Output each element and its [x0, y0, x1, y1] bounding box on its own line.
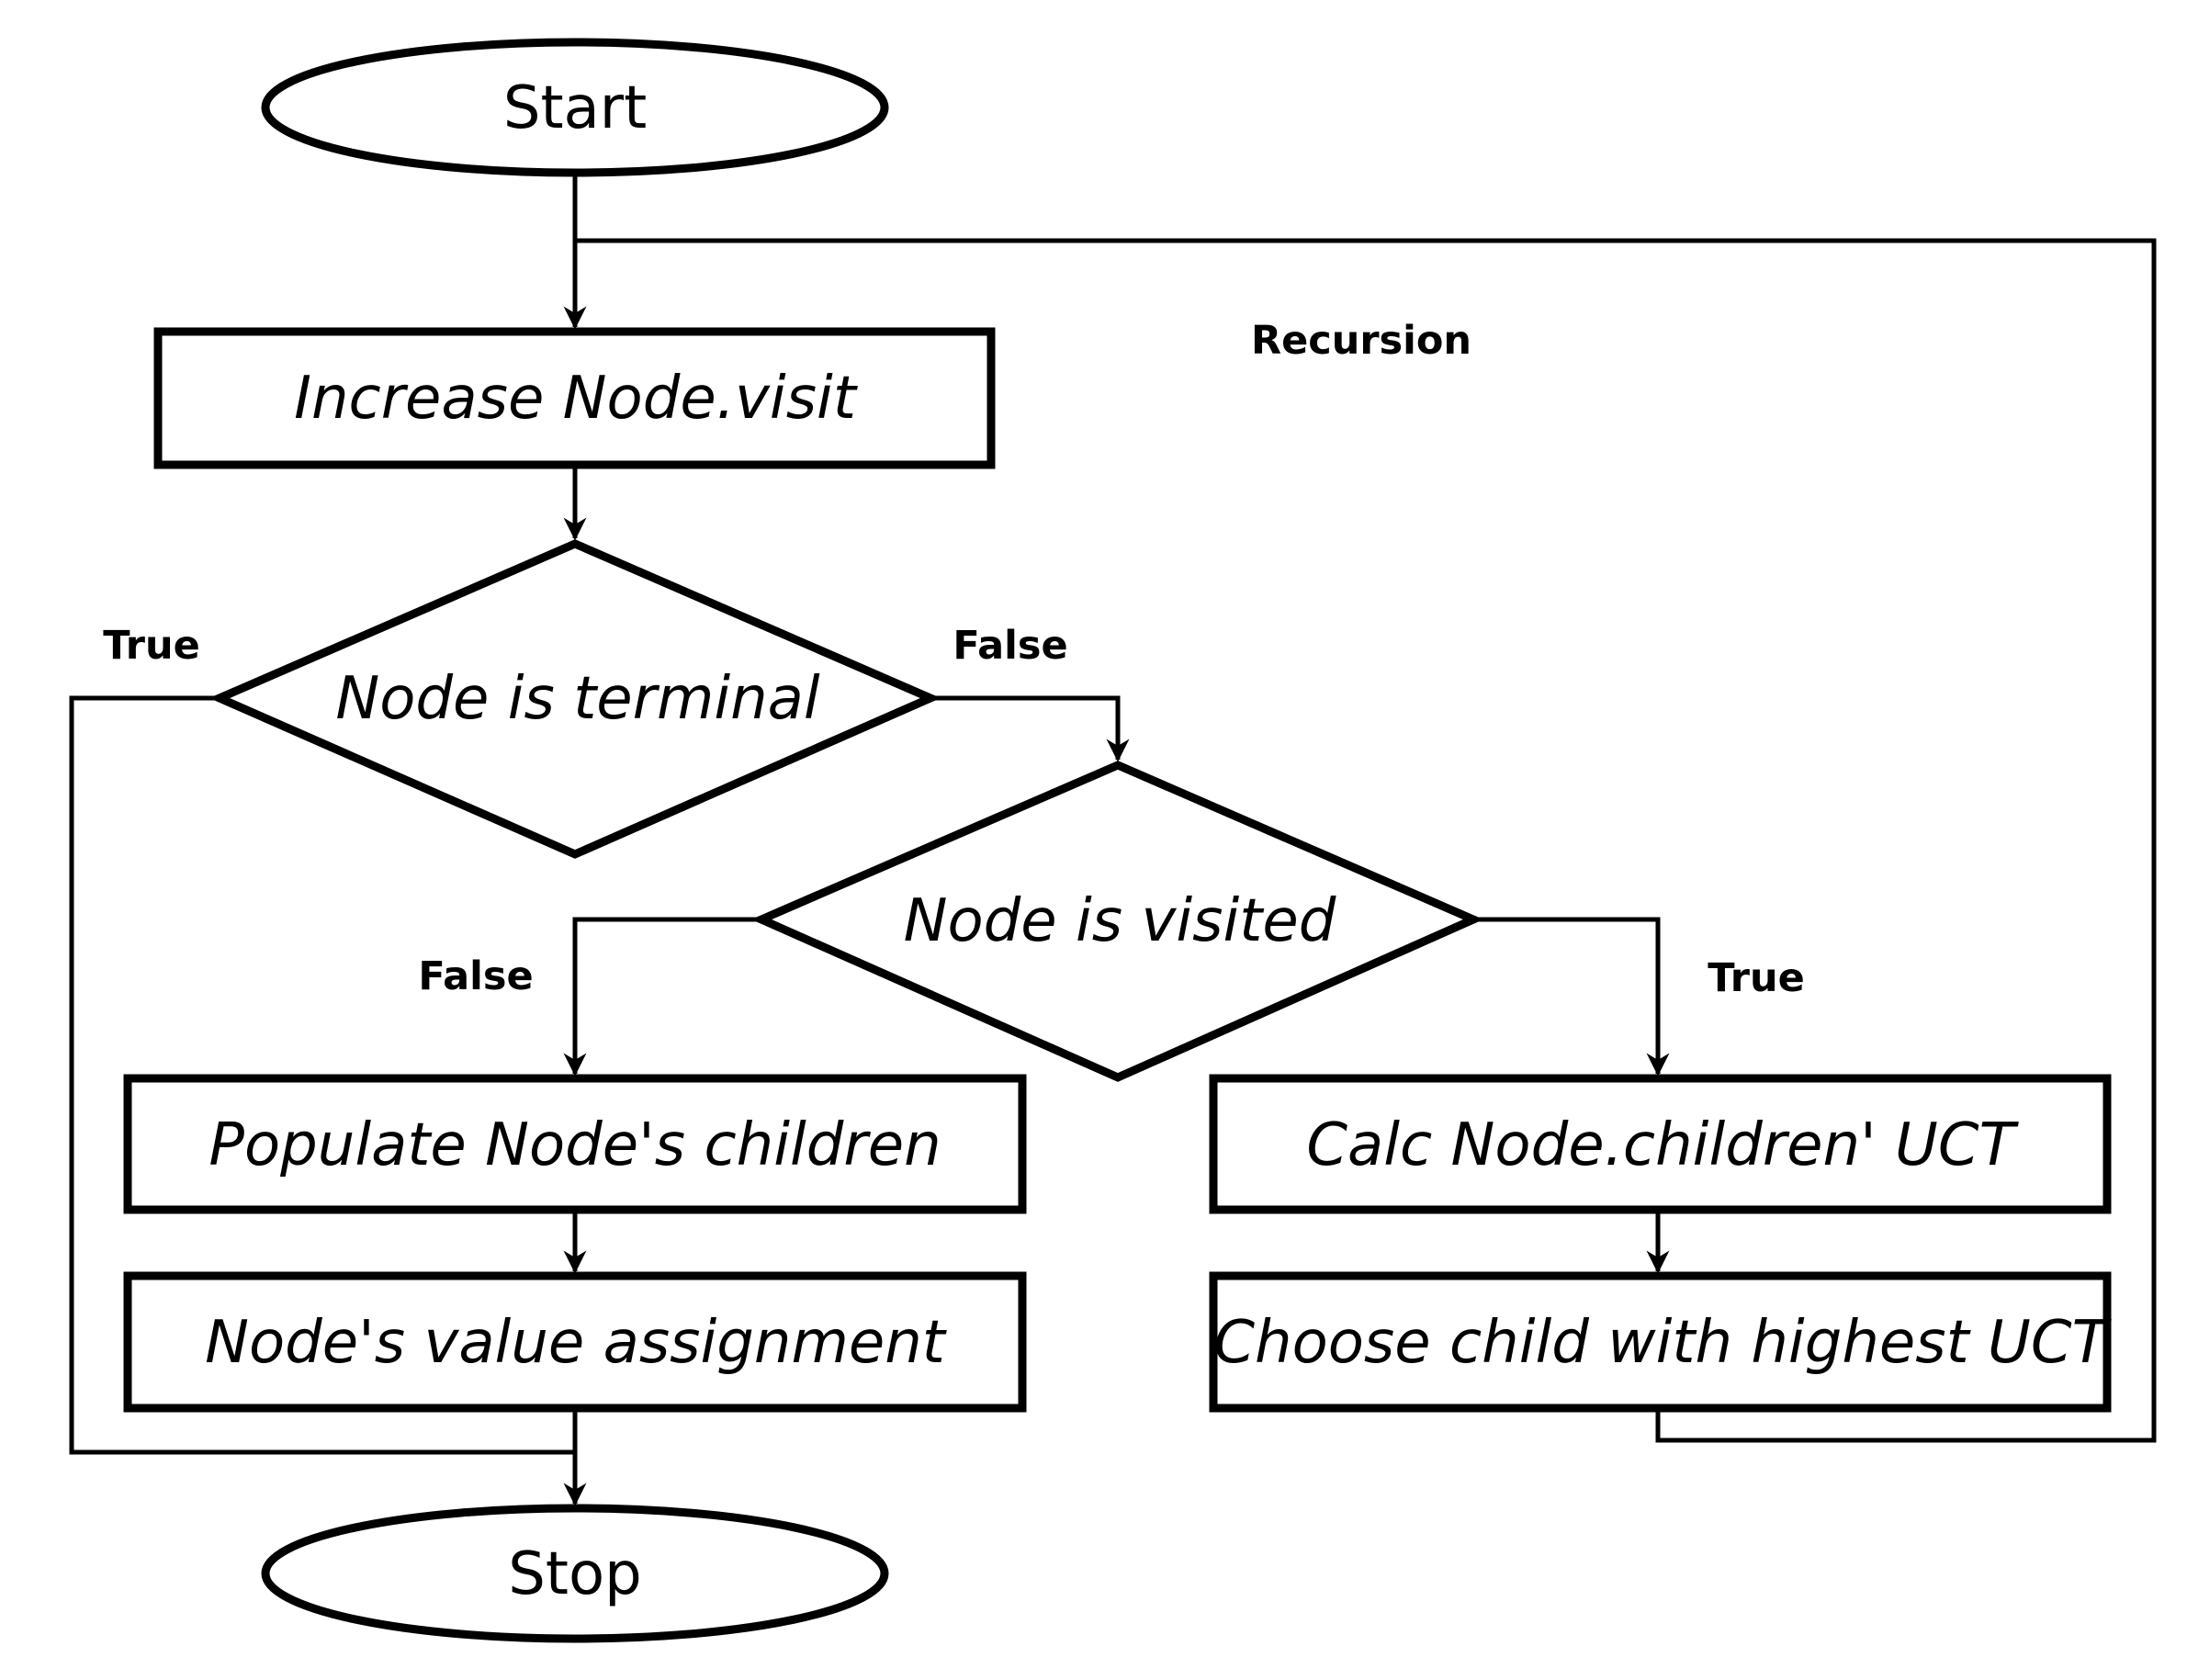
visited-false-edge-label: False — [418, 953, 533, 999]
increase-visit-process: Increase Node.visit — [153, 327, 996, 469]
terminal-decision-label: Node is terminal — [335, 665, 820, 733]
start-label: Start — [503, 74, 647, 142]
stop-label: Stop — [508, 1540, 642, 1608]
arrow-visited-false-to-populate — [563, 917, 761, 1077]
visited-true-edge-label: True — [1708, 955, 1805, 1001]
recursion-edge-label: Recursion — [1251, 318, 1471, 364]
arrow-terminal-true-to-stop — [69, 695, 575, 1455]
increase-visit-label: Increase Node.visit — [294, 365, 859, 433]
stop-terminator: Stop — [261, 1504, 889, 1643]
calc-uct-process: Calc Node.children' UCT — [1209, 1074, 2112, 1214]
visited-decision: Node is visited — [750, 761, 1484, 1082]
value-assignment-process: Node's value assignment — [123, 1271, 1027, 1413]
calc-uct-label: Calc Node.children' UCT — [1306, 1111, 2019, 1179]
populate-children-label: Populate Node's children — [209, 1111, 941, 1179]
choose-child-label: Choose child with highest UCT — [1213, 1309, 2112, 1377]
arrow-terminal-false-to-visited — [930, 695, 1130, 762]
visited-decision-label: Node is visited — [904, 887, 1336, 955]
terminal-false-edge-label: False — [953, 623, 1067, 669]
arrow-visited-true-to-calc — [1473, 917, 1670, 1077]
populate-children-process: Populate Node's children — [123, 1074, 1027, 1214]
value-assignment-label: Node's value assignment — [205, 1309, 948, 1377]
connectors — [69, 176, 2157, 1506]
terminal-true-edge-label: True — [103, 623, 200, 669]
recursion-loop-connector — [575, 238, 2157, 1443]
terminal-decision: Node is terminal — [209, 539, 941, 859]
choose-child-process: Choose child with highest UCT — [1209, 1271, 2113, 1413]
start-terminator: Start — [261, 38, 889, 177]
